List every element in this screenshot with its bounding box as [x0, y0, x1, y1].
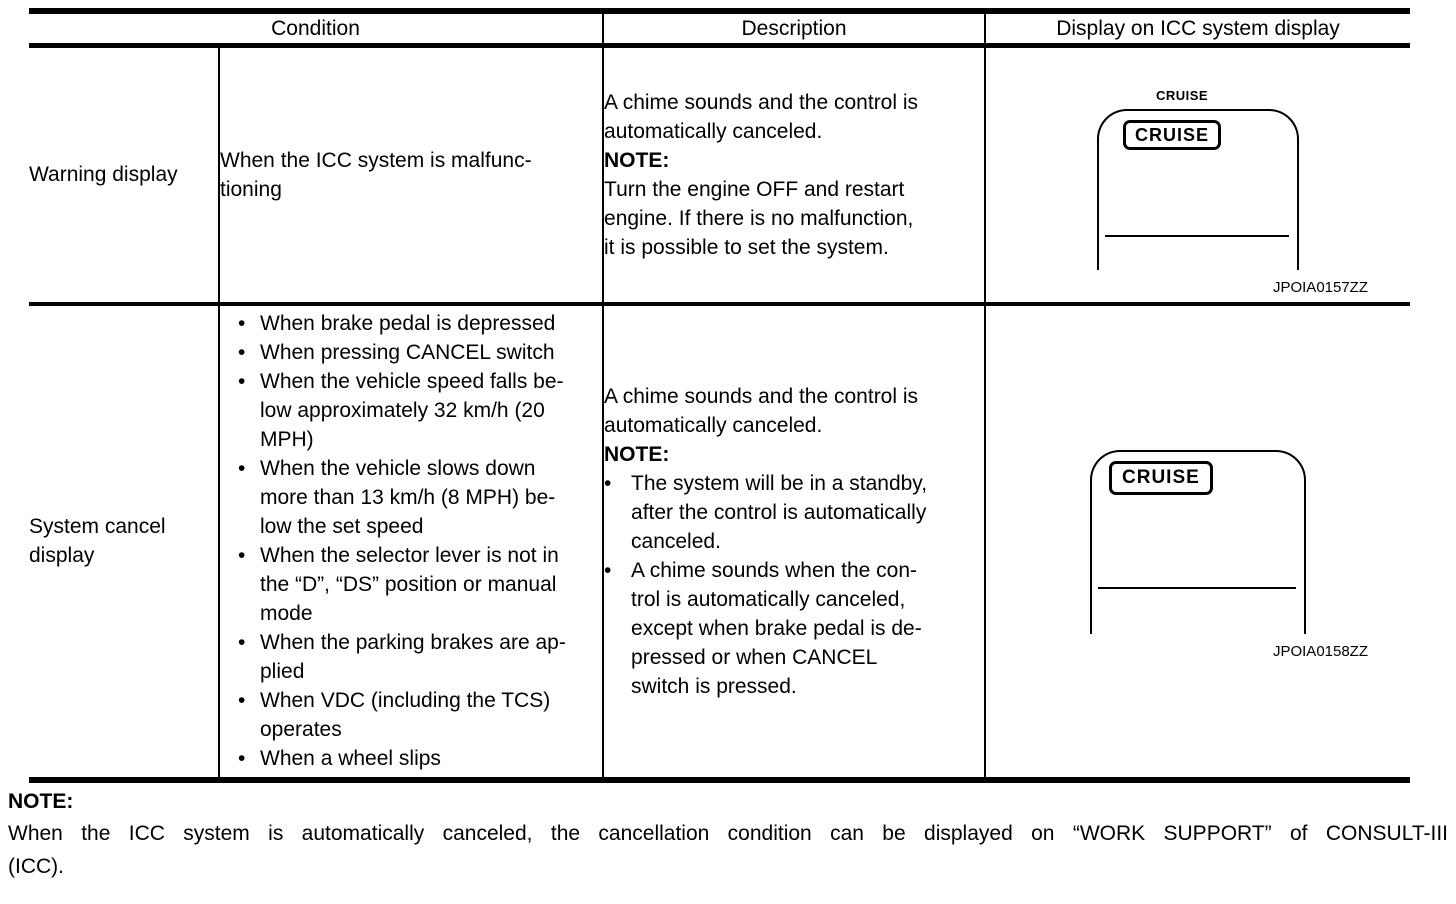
- panel-divider-line: [1105, 235, 1290, 238]
- list-item: When brake pedal is depressed: [238, 309, 602, 338]
- figure-code: JPOIA0158ZZ: [1272, 642, 1369, 660]
- display-figure-cell: CRUISE CRUISE JPOIA0157ZZ: [984, 45, 1411, 304]
- condition-bullet-list: When brake pedal is depressed When press…: [238, 309, 602, 773]
- bullet-icon: [238, 454, 260, 483]
- table-row-system-cancel-display: System cancel display When brake pedal i…: [29, 303, 1411, 780]
- description-intro: A chime sounds and the control is automa…: [604, 384, 919, 437]
- description-note-bullet-list: The system will be in a standby, after t…: [604, 469, 984, 701]
- icc-display-panel: CRUISE: [1097, 109, 1300, 271]
- list-item: When the parking brakes are ap- plied: [238, 628, 602, 686]
- list-item: When pressing CANCEL switch: [238, 338, 602, 367]
- bullet-icon: [238, 686, 260, 715]
- cruise-indicator: CRUISE: [1123, 120, 1222, 151]
- bullet-icon: [238, 338, 260, 367]
- bullet-icon: [604, 469, 631, 498]
- list-item: When the selector lever is not in the “D…: [238, 541, 602, 628]
- bullet-icon: [238, 541, 260, 570]
- cruise-indicator: CRUISE: [1109, 460, 1213, 495]
- list-item: When a wheel slips: [238, 744, 602, 773]
- icc-display-figure: CRUISE JPOIA0158ZZ: [1028, 449, 1369, 661]
- list-item: A chime sounds when the con- trol is aut…: [604, 556, 984, 701]
- bullet-icon: [604, 556, 631, 585]
- row-label-system-cancel-display: System cancel display: [29, 515, 166, 567]
- footnote-text-line2: (ICC).: [8, 854, 64, 878]
- row-label-warning-display: Warning display: [29, 163, 178, 187]
- list-item: The system will be in a standby, after t…: [604, 469, 984, 556]
- header-description: Description: [602, 11, 986, 46]
- bullet-icon: [238, 628, 260, 657]
- bullet-icon: [238, 309, 260, 338]
- condition-cell: When brake pedal is depressed When press…: [217, 303, 604, 780]
- figure-code: JPOIA0157ZZ: [1272, 279, 1369, 297]
- cruise-indicator-top-label: CRUISE: [1155, 88, 1209, 104]
- table-row-warning-display: Warning display When the ICC system is m…: [29, 45, 1411, 304]
- bullet-icon: [238, 367, 260, 396]
- list-item: When the vehicle slows down more than 13…: [238, 454, 602, 541]
- footnote-note-label: NOTE:: [8, 789, 74, 813]
- table-header-row: Condition Description Display on ICC sys…: [29, 11, 1411, 46]
- icc-display-panel: CRUISE: [1090, 449, 1307, 634]
- footnote-text-line1: When the ICC system is automatically can…: [8, 821, 1448, 845]
- list-item: When VDC (including the TCS) operates: [238, 686, 602, 744]
- header-condition: Condition: [271, 17, 360, 40]
- list-item: When the vehicle speed falls be- low app…: [238, 367, 602, 454]
- bullet-icon: [238, 744, 260, 773]
- icc-display-figure: CRUISE CRUISE JPOIA0157ZZ: [1028, 88, 1368, 297]
- footnote: NOTE: When the ICC system is automatical…: [8, 787, 1448, 883]
- note-label: NOTE:: [604, 442, 670, 466]
- description-intro: A chime sounds and the control is automa…: [604, 90, 919, 143]
- header-display: Display on ICC system display: [984, 11, 1411, 46]
- panel-divider-line: [1098, 586, 1297, 589]
- icc-cancel-conditions-table: Condition Description Display on ICC sys…: [29, 8, 1411, 783]
- condition-cell: When the ICC system is malfunc- tioning: [217, 45, 604, 304]
- description-cell: A chime sounds and the control is automa…: [602, 45, 986, 304]
- display-figure-cell: CRUISE JPOIA0158ZZ: [984, 303, 1411, 780]
- note-label: NOTE:: [604, 148, 670, 172]
- description-cell: A chime sounds and the control is automa…: [602, 303, 986, 780]
- description-note-text: Turn the engine OFF and restart engine. …: [604, 177, 914, 259]
